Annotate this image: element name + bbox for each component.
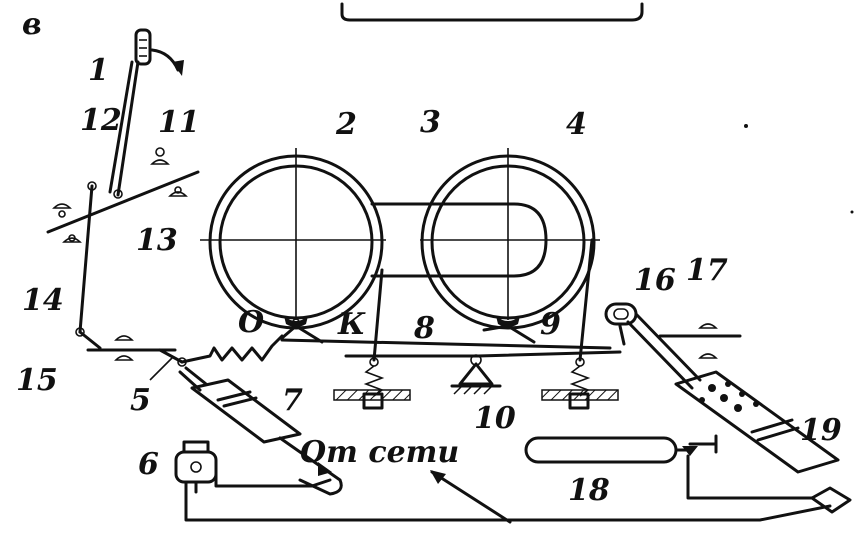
label-13: 13 [136,223,178,258]
rod-right [578,238,594,362]
label-6: 6 [138,447,159,482]
air-reservoir-18 [524,434,718,464]
coupler-3 [370,202,548,278]
label-14: 14 [22,283,64,318]
wheel-4 [420,148,600,330]
upper-plate [46,170,200,234]
main-lever-8 [280,338,612,350]
label-10: 10 [474,401,516,436]
label-11: 11 [158,105,200,140]
label-pivot-k: К [337,307,366,342]
fixed-pivot [450,354,502,395]
label-17: 17 [686,253,728,288]
figure-letter: в [22,7,42,42]
wheel-2 [200,148,386,330]
pipe-line [184,480,832,522]
label-8: 8 [413,311,435,346]
top-frame [340,2,644,22]
supply-label: От сети [300,435,459,470]
rod-left [372,268,384,362]
brake-shoe-right [482,316,536,344]
label-18: 18 [568,473,610,508]
label-3: 3 [420,105,441,140]
label-9: 9 [540,307,561,342]
label-7: 7 [282,383,303,418]
spring-stand-right [541,357,619,410]
pipe-19 [686,454,852,514]
vertical-rod [78,184,94,334]
label-1: 1 [88,53,109,88]
label-4: 4 [566,107,587,142]
label-16: 16 [634,263,676,298]
spring-stand-left [333,357,411,410]
linkage-spring [180,334,284,364]
label-12: 12 [80,103,122,138]
rotation-arrow-head [172,60,184,76]
brake-shoe-left [280,316,324,344]
lower-left-lever [78,330,102,350]
brake-cylinder-7 [178,366,343,496]
pipe-cylinder [214,468,332,488]
label-pivot-o: О [238,305,264,340]
label-19: 19 [800,413,842,448]
label-2: 2 [335,107,357,142]
roller-symbols-left [52,147,188,243]
supply-arrow [430,470,512,524]
brake-cylinder-19 [674,370,840,474]
valve-6 [174,440,218,494]
rotation-arrow [150,48,180,72]
label-15: 15 [16,363,58,398]
control-handle [108,28,152,197]
label-5: 5 [130,383,151,418]
